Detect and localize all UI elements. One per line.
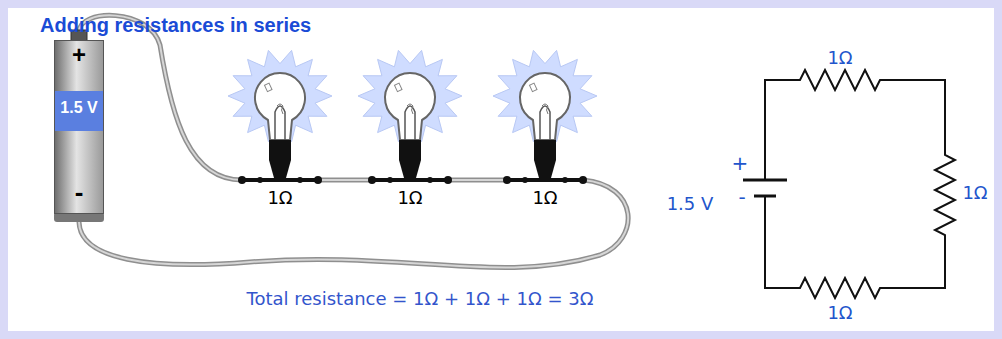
diagram-title: Adding resistances in series — [40, 14, 311, 37]
polarity-plus: + — [55, 43, 103, 67]
bulb-resistance: 1Ω — [532, 188, 557, 208]
bulb-resistance: 1Ω — [397, 188, 422, 208]
battery-voltage: 1.5 V — [667, 194, 714, 214]
polarity-plus: + — [732, 152, 749, 174]
battery-voltage: 1.5 V — [55, 100, 103, 116]
resistor-value: 1Ω — [827, 48, 852, 68]
battery-cell: +1.5 V - — [54, 40, 104, 214]
resistor-value: 1Ω — [827, 303, 852, 323]
resistor-value: 1Ω — [962, 183, 987, 203]
bulb-resistance: 1Ω — [267, 188, 292, 208]
polarity-minus: - — [738, 186, 745, 208]
polarity-minus: - — [55, 179, 103, 205]
total-caption: Total resistance = 1Ω + 1Ω + 1Ω = 3Ω — [247, 288, 594, 309]
